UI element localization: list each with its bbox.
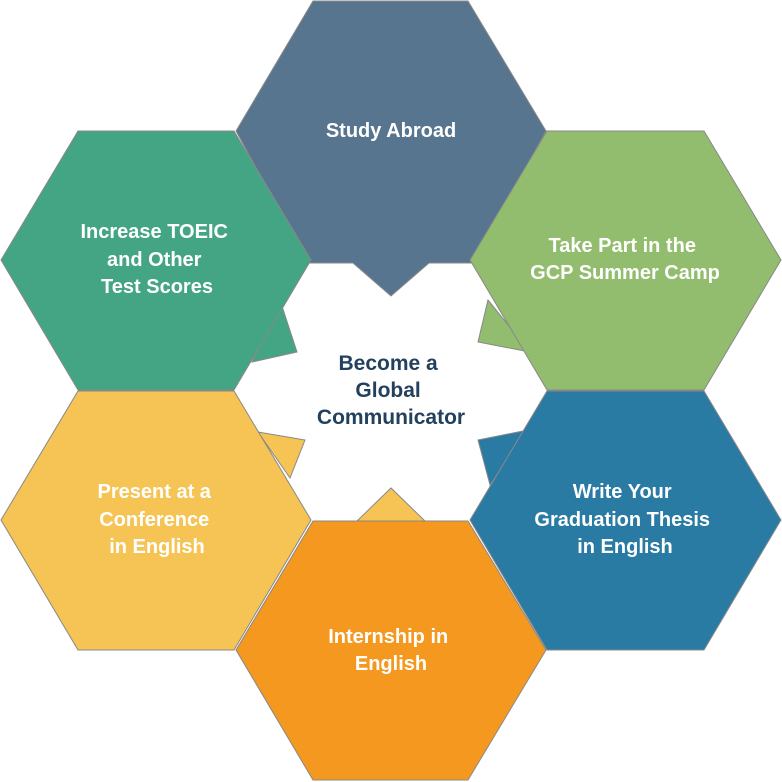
label-conference: Present at a Conference in English	[98, 481, 217, 558]
label-test-scores: Increase TOEIC and Other Test Scores	[80, 221, 233, 298]
label-graduation-thesis: Write Your Graduation Thesis in English	[534, 481, 715, 558]
hex-test-scores	[0, 130, 312, 391]
label-study-abroad: Study Abroad	[326, 120, 456, 142]
label-internship: Internship in English	[328, 626, 454, 675]
hex-conference	[0, 390, 312, 651]
hex-internship	[235, 520, 547, 781]
tab-conference	[256, 431, 306, 480]
tab-internship	[354, 487, 428, 523]
hex-graduation-thesis	[469, 390, 782, 651]
center-label: Become a Global Communicator	[317, 352, 465, 429]
hex-summer-camp	[469, 130, 782, 391]
label-summer-camp: Take Part in the GCP Summer Camp	[530, 235, 720, 284]
